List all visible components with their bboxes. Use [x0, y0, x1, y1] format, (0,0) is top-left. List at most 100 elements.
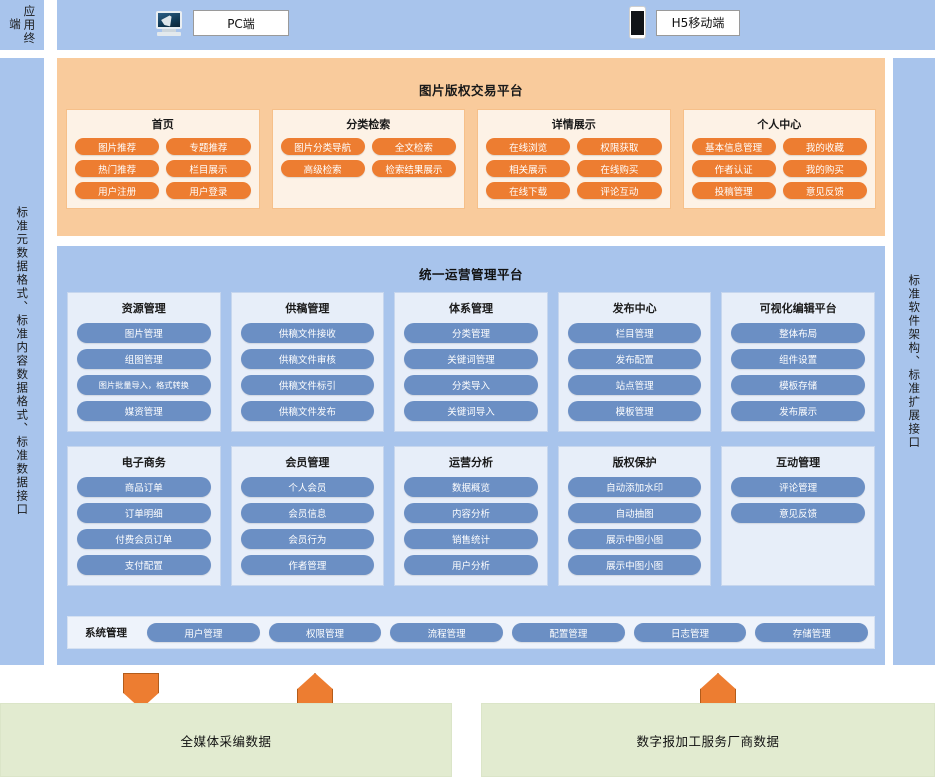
trading-item[interactable]: 意见反馈 — [782, 182, 867, 199]
data-source-media-editorial: 全媒体采编数据 — [0, 703, 452, 777]
trading-item[interactable]: 高级检索 — [280, 160, 365, 177]
left-rail-standards-label: 标准元数据格式、标准内容数据格式、标准数据接口 — [15, 206, 30, 517]
group-item[interactable]: 关键词管理 — [404, 349, 538, 369]
group-item[interactable]: 发布配置 — [567, 349, 702, 369]
right-rail-standards-label: 标准软件架构、标准扩展接口 — [907, 273, 922, 450]
terminal-h5[interactable]: H5移动端 — [629, 6, 740, 39]
trading-item[interactable]: 栏目展示 — [166, 160, 251, 177]
system-management-label: 系统管理 — [85, 627, 127, 639]
group-item[interactable]: 关键词导入 — [404, 401, 538, 421]
trading-group-personal-center: 个人中心 基本信息管理 我的收藏 作者认证 我的购买 投稿管理 意见反馈 — [682, 109, 876, 209]
group-item[interactable]: 自动添加水印 — [567, 477, 702, 497]
group-item[interactable]: 数据概览 — [404, 477, 538, 497]
group-item[interactable]: 供稿文件发布 — [240, 401, 375, 421]
trading-item[interactable]: 热门推荐 — [75, 160, 160, 177]
trading-item[interactable]: 基本信息管理 — [691, 138, 776, 155]
group-item[interactable]: 自动抽图 — [567, 503, 702, 523]
application-terminal-band: PC端 H5移动端 — [57, 0, 935, 50]
trading-item[interactable]: 我的购买 — [782, 160, 867, 177]
group-item[interactable]: 整体布局 — [731, 323, 865, 343]
left-rail-application-terminal: 应用终端 — [0, 0, 44, 50]
group-item[interactable]: 供稿文件审核 — [240, 349, 375, 369]
group-title: 会员管理 — [285, 456, 330, 469]
group-item[interactable]: 模板存储 — [731, 375, 865, 395]
trading-item[interactable]: 在线购买 — [577, 160, 662, 177]
group-item[interactable]: 图片批量导入，格式转换 — [77, 375, 211, 395]
trading-group-search-title: 分类检索 — [346, 118, 391, 131]
trading-item[interactable]: 图片分类导航 — [280, 138, 365, 155]
trading-item[interactable]: 全文检索 — [371, 138, 456, 155]
trading-item[interactable]: 图片推荐 — [75, 138, 160, 155]
group-item[interactable]: 站点管理 — [567, 375, 702, 395]
trading-item[interactable]: 作者认证 — [691, 160, 776, 177]
group-item[interactable]: 作者管理 — [240, 555, 375, 575]
system-management-item[interactable]: 日志管理 — [633, 623, 747, 642]
trading-platform-title: 图片版权交易平台 — [418, 83, 523, 98]
group-item[interactable]: 内容分析 — [404, 503, 538, 523]
group-item[interactable]: 展示中图小图 — [567, 555, 702, 575]
trading-item[interactable]: 在线下载 — [486, 182, 571, 199]
terminal-h5-label: H5移动端 — [671, 16, 725, 30]
left-rail-standards: 标准元数据格式、标准内容数据格式、标准数据接口 — [0, 58, 44, 665]
trading-item[interactable]: 我的收藏 — [782, 138, 867, 155]
group-item[interactable]: 分类导入 — [404, 375, 538, 395]
system-management-item[interactable]: 存储管理 — [755, 623, 869, 642]
trading-group-home: 首页 图片推荐 专题推荐 热门推荐 栏目展示 用户注册 用户登录 — [66, 109, 260, 209]
terminal-h5-label-box: H5移动端 — [656, 9, 740, 36]
group-item[interactable]: 供稿文件接收 — [240, 323, 375, 343]
group-title: 供稿管理 — [285, 302, 330, 315]
system-management-bar: 系统管理 用户管理 权限管理 流程管理 配置管理 日志管理 存储管理 — [67, 616, 875, 649]
group-item[interactable]: 意见反馈 — [731, 503, 865, 523]
group-item[interactable]: 模板管理 — [567, 401, 702, 421]
terminal-pc[interactable]: PC端 — [155, 10, 289, 36]
trading-item[interactable]: 专题推荐 — [166, 138, 251, 155]
group-title: 互动管理 — [776, 456, 821, 469]
trading-item[interactable]: 权限获取 — [577, 138, 662, 155]
group-item[interactable]: 订单明细 — [77, 503, 211, 523]
group-item[interactable]: 会员行为 — [240, 529, 375, 549]
phone-icon — [629, 6, 646, 39]
system-management-item[interactable]: 流程管理 — [390, 623, 504, 642]
trading-item[interactable]: 检索结果展示 — [371, 160, 456, 177]
trading-item[interactable]: 用户登录 — [166, 182, 251, 199]
group-item[interactable]: 图片管理 — [77, 323, 211, 343]
group-item[interactable]: 用户分析 — [404, 555, 538, 575]
group-title: 电子商务 — [121, 456, 166, 469]
group-item[interactable]: 展示中图小图 — [567, 529, 702, 549]
trading-item[interactable]: 相关展示 — [486, 160, 571, 177]
group-title: 可视化编辑平台 — [759, 302, 837, 315]
group-item[interactable]: 销售统计 — [404, 529, 538, 549]
trading-item[interactable]: 评论互动 — [577, 182, 662, 199]
group-copyright-protection: 版权保护 自动添加水印 自动抽图 展示中图小图 展示中图小图 — [557, 446, 712, 586]
system-management-item[interactable]: 权限管理 — [268, 623, 382, 642]
trading-item[interactable]: 在线浏览 — [486, 138, 571, 155]
system-management-item[interactable]: 配置管理 — [512, 623, 625, 642]
group-item[interactable]: 分类管理 — [404, 323, 538, 343]
group-item[interactable]: 供稿文件标引 — [240, 375, 375, 395]
group-item[interactable]: 发布展示 — [731, 401, 865, 421]
group-item[interactable]: 评论管理 — [731, 477, 865, 497]
trading-group-detail: 详情展示 在线浏览 权限获取 相关展示 在线购买 在线下载 评论互动 — [477, 109, 671, 209]
group-item[interactable]: 媒资管理 — [77, 401, 211, 421]
group-item[interactable]: 栏目管理 — [567, 323, 702, 343]
data-source-media-editorial-label: 全媒体采编数据 — [180, 733, 272, 749]
group-item[interactable]: 个人会员 — [240, 477, 375, 497]
group-operations-analysis: 运营分析 数据概览 内容分析 销售统计 用户分析 — [394, 446, 548, 586]
unified-platform-row-1: 资源管理 图片管理 组图管理 图片批量导入，格式转换 媒资管理 供稿管理 供稿文… — [57, 283, 885, 432]
group-item[interactable]: 付费会员订单 — [77, 529, 211, 549]
trading-item[interactable]: 投稿管理 — [691, 182, 776, 199]
trading-group-search: 分类检索 图片分类导航 全文检索 高级检索 检索结果展示 — [271, 109, 465, 209]
trading-item[interactable]: 用户注册 — [75, 182, 160, 199]
group-item[interactable]: 组图管理 — [77, 349, 211, 369]
group-publishing-center: 发布中心 栏目管理 发布配置 站点管理 模板管理 — [557, 292, 712, 432]
group-item[interactable]: 商品订单 — [77, 477, 211, 497]
trading-group-home-title: 首页 — [151, 118, 174, 131]
group-item[interactable]: 组件设置 — [731, 349, 865, 369]
group-title: 运营分析 — [448, 456, 493, 469]
group-taxonomy-management: 体系管理 分类管理 关键词管理 分类导入 关键词导入 — [394, 292, 548, 432]
group-item[interactable]: 支付配置 — [77, 555, 211, 575]
group-item[interactable]: 会员信息 — [240, 503, 375, 523]
group-contribution-management: 供稿管理 供稿文件接收 供稿文件审核 供稿文件标引 供稿文件发布 — [230, 292, 385, 432]
unified-platform-title: 统一运营管理平台 — [418, 267, 523, 282]
system-management-item[interactable]: 用户管理 — [147, 623, 260, 642]
